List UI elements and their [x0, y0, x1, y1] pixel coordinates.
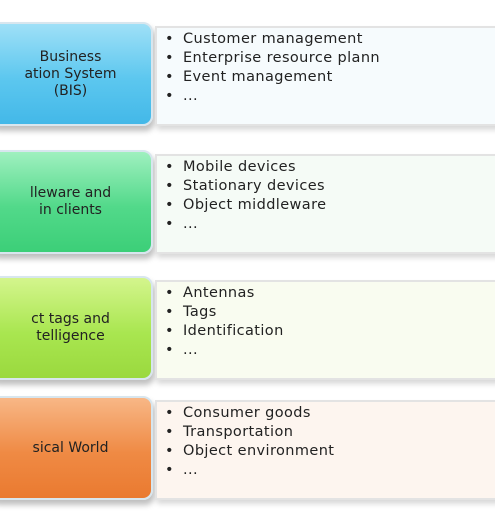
layer-details-box: Customer management Enterprise resource …: [155, 26, 495, 126]
layer-label: ct tags and telligence: [31, 311, 110, 344]
bullet-item: ...: [165, 461, 495, 480]
bullet-list: Customer management Enterprise resource …: [165, 30, 495, 106]
bullet-list: Consumer goods Transportation Object env…: [165, 404, 495, 480]
bullet-item: ...: [165, 87, 495, 106]
layer-label-box: Business ation System (BIS): [0, 22, 153, 126]
bullet-item: Enterprise resource plann: [165, 49, 495, 68]
bullet-list: Antennas Tags Identification ...: [165, 284, 495, 360]
bullet-item: Antennas: [165, 284, 495, 303]
layer-details-box: Mobile devices Stationary devices Object…: [155, 154, 495, 254]
bullet-list: Mobile devices Stationary devices Object…: [165, 158, 495, 234]
bullet-item: ...: [165, 215, 495, 234]
layer-middleware-clients: lleware and in clients Mobile devices St…: [0, 150, 495, 268]
bullet-item: Mobile devices: [165, 158, 495, 177]
layer-label: Business ation System (BIS): [24, 48, 117, 99]
layer-label: sical World: [32, 439, 109, 456]
layer-details-box: Consumer goods Transportation Object env…: [155, 400, 495, 500]
layer-physical-world: sical World Consumer goods Transportatio…: [0, 396, 495, 514]
layer-label-box: ct tags and telligence: [0, 276, 153, 380]
bullet-item: Customer management: [165, 30, 495, 49]
bullet-item: Stationary devices: [165, 177, 495, 196]
layer-label-box: sical World: [0, 396, 153, 500]
bullet-item: Event management: [165, 68, 495, 87]
layer-label: lleware and in clients: [29, 185, 112, 218]
layer-business-information-system: Business ation System (BIS) Customer man…: [0, 22, 495, 140]
bullet-item: Transportation: [165, 423, 495, 442]
layer-object-tags-intelligence: ct tags and telligence Antennas Tags Ide…: [0, 276, 495, 394]
bullet-item: Object middleware: [165, 196, 495, 215]
bullet-item: Identification: [165, 322, 495, 341]
bullet-item: Object environment: [165, 442, 495, 461]
layer-label-box: lleware and in clients: [0, 150, 153, 254]
layer-details-box: Antennas Tags Identification ...: [155, 280, 495, 380]
bullet-item: Tags: [165, 303, 495, 322]
bullet-item: Consumer goods: [165, 404, 495, 423]
bullet-item: ...: [165, 341, 495, 360]
